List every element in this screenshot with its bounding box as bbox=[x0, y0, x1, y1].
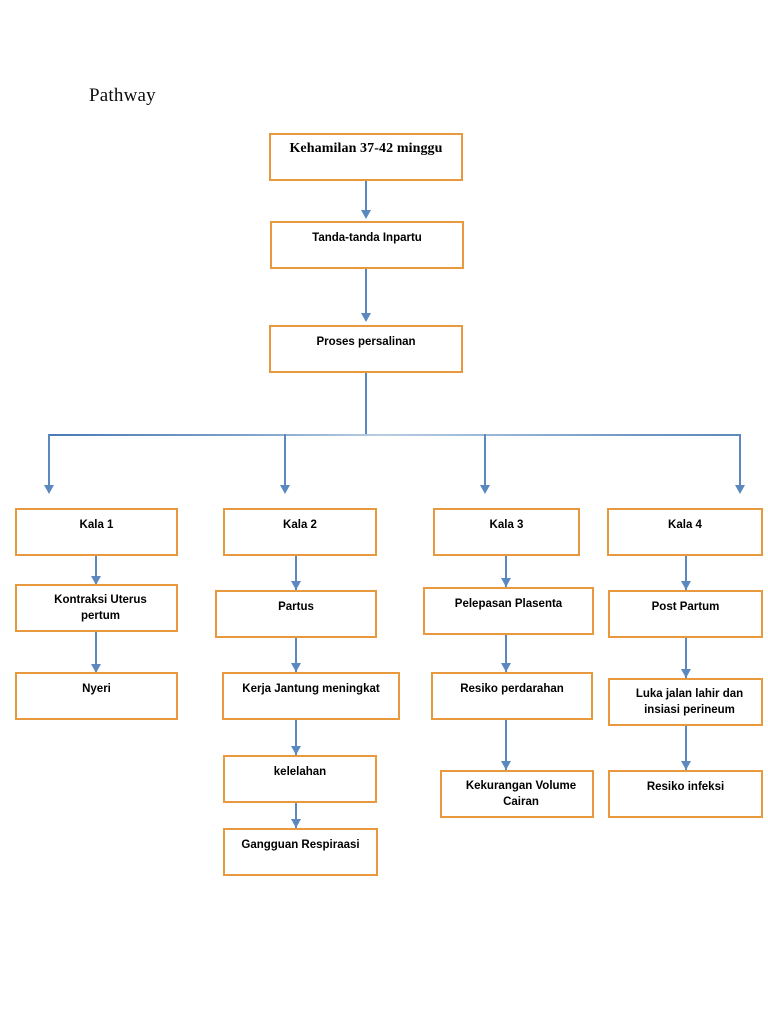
arrowhead-kala3-to-pelepasan bbox=[501, 578, 511, 587]
connector-kehamilan-to-tanda bbox=[365, 181, 367, 212]
node-resiko-infeksi-label: Resiko infeksi bbox=[646, 781, 725, 793]
node-gangguan-respiraasi-label: Gangguan Respiraasi bbox=[241, 839, 360, 851]
arrowhead-kontraksi-to-nyeri bbox=[91, 664, 101, 673]
node-partus-label: Partus bbox=[278, 601, 314, 613]
connector-bus-to-kala-2 bbox=[284, 434, 286, 487]
node-kontraksi-uterus-pertum-line2: pertum bbox=[81, 610, 120, 622]
arrowhead-bus-to-kala-1 bbox=[44, 485, 54, 494]
arrowhead-pelepasan-to-resiko-perdarahan bbox=[501, 663, 511, 672]
arrowhead-resiko-perdarahan-to-kekurangan bbox=[501, 761, 511, 770]
arrowhead-kehamilan-to-tanda bbox=[361, 210, 371, 219]
connector-pelepasan-to-resiko-perdarahan bbox=[505, 635, 507, 672]
node-pelepasan-plasenta-label: Pelepasan Plasenta bbox=[454, 598, 563, 610]
connector-tanda-to-proses bbox=[365, 269, 367, 316]
arrowhead-kelelahan-to-gangguan bbox=[291, 819, 301, 828]
node-post-partum: Post Partum bbox=[608, 590, 763, 638]
arrowhead-post-partum-to-luka bbox=[681, 669, 691, 678]
node-nyeri-label: Nyeri bbox=[82, 683, 111, 695]
node-tanda-tanda-inpartu: Tanda-tanda Inpartu bbox=[270, 221, 464, 269]
arrowhead-kala1-to-kontraksi bbox=[91, 576, 101, 585]
branch-distribution-bus bbox=[48, 434, 741, 436]
node-tanda-tanda-inpartu-label: Tanda-tanda Inpartu bbox=[312, 232, 422, 244]
connector-post-partum-to-luka bbox=[685, 638, 687, 678]
node-proses-persalinan-label: Proses persalinan bbox=[316, 336, 416, 348]
connector-kala3-to-pelepasan bbox=[505, 556, 507, 587]
node-kala-1-label: Kala 1 bbox=[79, 519, 114, 531]
node-kala-3-label: Kala 3 bbox=[489, 519, 524, 531]
connector-kerja-jantung-to-kelelahan bbox=[295, 720, 297, 755]
arrowhead-bus-to-kala-3 bbox=[480, 485, 490, 494]
node-kekurangan-volume-cairan: Kekurangan Volume Cairan bbox=[440, 770, 594, 818]
node-kelelahan-label: kelelahan bbox=[273, 766, 327, 778]
node-kehamilan: Kehamilan 37-42 minggu bbox=[269, 133, 463, 181]
node-kala-2: Kala 2 bbox=[223, 508, 377, 556]
node-luka-jalan-lahir-line2: insiasi perineum bbox=[644, 704, 735, 716]
node-kekurangan-volume-cairan-line1: Kekurangan Volume bbox=[465, 780, 577, 792]
node-kala-2-label: Kala 2 bbox=[283, 519, 317, 531]
node-luka-jalan-lahir-line1: Luka jalan lahir dan bbox=[635, 688, 744, 700]
connector-bus-to-kala-3 bbox=[484, 434, 486, 487]
connector-proses-to-branchbus bbox=[365, 373, 367, 435]
connector-kelelahan-to-gangguan bbox=[295, 803, 297, 828]
node-kehamilan-label: Kehamilan 37-42 minggu bbox=[289, 141, 443, 156]
connector-bus-to-kala-4 bbox=[739, 434, 741, 487]
page-title: Pathway bbox=[89, 85, 156, 106]
node-gangguan-respiraasi: Gangguan Respiraasi bbox=[223, 828, 378, 876]
node-kontraksi-uterus-pertum: Kontraksi Uterus pertum bbox=[15, 584, 178, 632]
connector-luka-to-resiko-infeksi bbox=[685, 726, 687, 770]
connector-partus-to-kerja-jantung bbox=[295, 638, 297, 672]
node-kerja-jantung-meningkat: Kerja Jantung meningkat bbox=[222, 672, 400, 720]
arrowhead-kerja-jantung-to-kelelahan bbox=[291, 746, 301, 755]
node-kekurangan-volume-cairan-line2: Cairan bbox=[503, 796, 539, 808]
node-resiko-infeksi: Resiko infeksi bbox=[608, 770, 763, 818]
node-luka-jalan-lahir: Luka jalan lahir dan insiasi perineum bbox=[608, 678, 763, 726]
arrowhead-kala2-to-partus bbox=[291, 581, 301, 590]
node-kala-4: Kala 4 bbox=[607, 508, 763, 556]
arrowhead-kala4-to-post-partum bbox=[681, 581, 691, 590]
node-resiko-perdarahan-label: Resiko perdarahan bbox=[460, 683, 564, 695]
node-kerja-jantung-meningkat-label: Kerja Jantung meningkat bbox=[242, 683, 380, 695]
arrowhead-luka-to-resiko-infeksi bbox=[681, 761, 691, 770]
arrowhead-bus-to-kala-4 bbox=[735, 485, 745, 494]
connector-resiko-perdarahan-to-kekurangan bbox=[505, 720, 507, 770]
connector-bus-to-kala-1 bbox=[48, 434, 50, 487]
node-kala-3: Kala 3 bbox=[433, 508, 580, 556]
connector-kala2-to-partus bbox=[295, 556, 297, 590]
node-kelelahan: kelelahan bbox=[223, 755, 377, 803]
node-kala-4-label: Kala 4 bbox=[668, 519, 702, 531]
connector-kala1-to-kontraksi bbox=[95, 556, 97, 584]
node-resiko-perdarahan: Resiko perdarahan bbox=[431, 672, 593, 720]
connector-kontraksi-to-nyeri bbox=[95, 632, 97, 674]
arrowhead-tanda-to-proses bbox=[361, 313, 371, 322]
node-nyeri: Nyeri bbox=[15, 672, 178, 720]
arrowhead-partus-to-kerja-jantung bbox=[291, 663, 301, 672]
node-partus: Partus bbox=[215, 590, 377, 638]
node-proses-persalinan: Proses persalinan bbox=[269, 325, 463, 373]
node-post-partum-label: Post Partum bbox=[651, 601, 720, 613]
node-kala-1: Kala 1 bbox=[15, 508, 178, 556]
connector-kala4-to-post-partum bbox=[685, 556, 687, 590]
node-pelepasan-plasenta: Pelepasan Plasenta bbox=[423, 587, 594, 635]
arrowhead-bus-to-kala-2 bbox=[280, 485, 290, 494]
node-kontraksi-uterus-pertum-line1: Kontraksi Uterus bbox=[54, 594, 147, 606]
